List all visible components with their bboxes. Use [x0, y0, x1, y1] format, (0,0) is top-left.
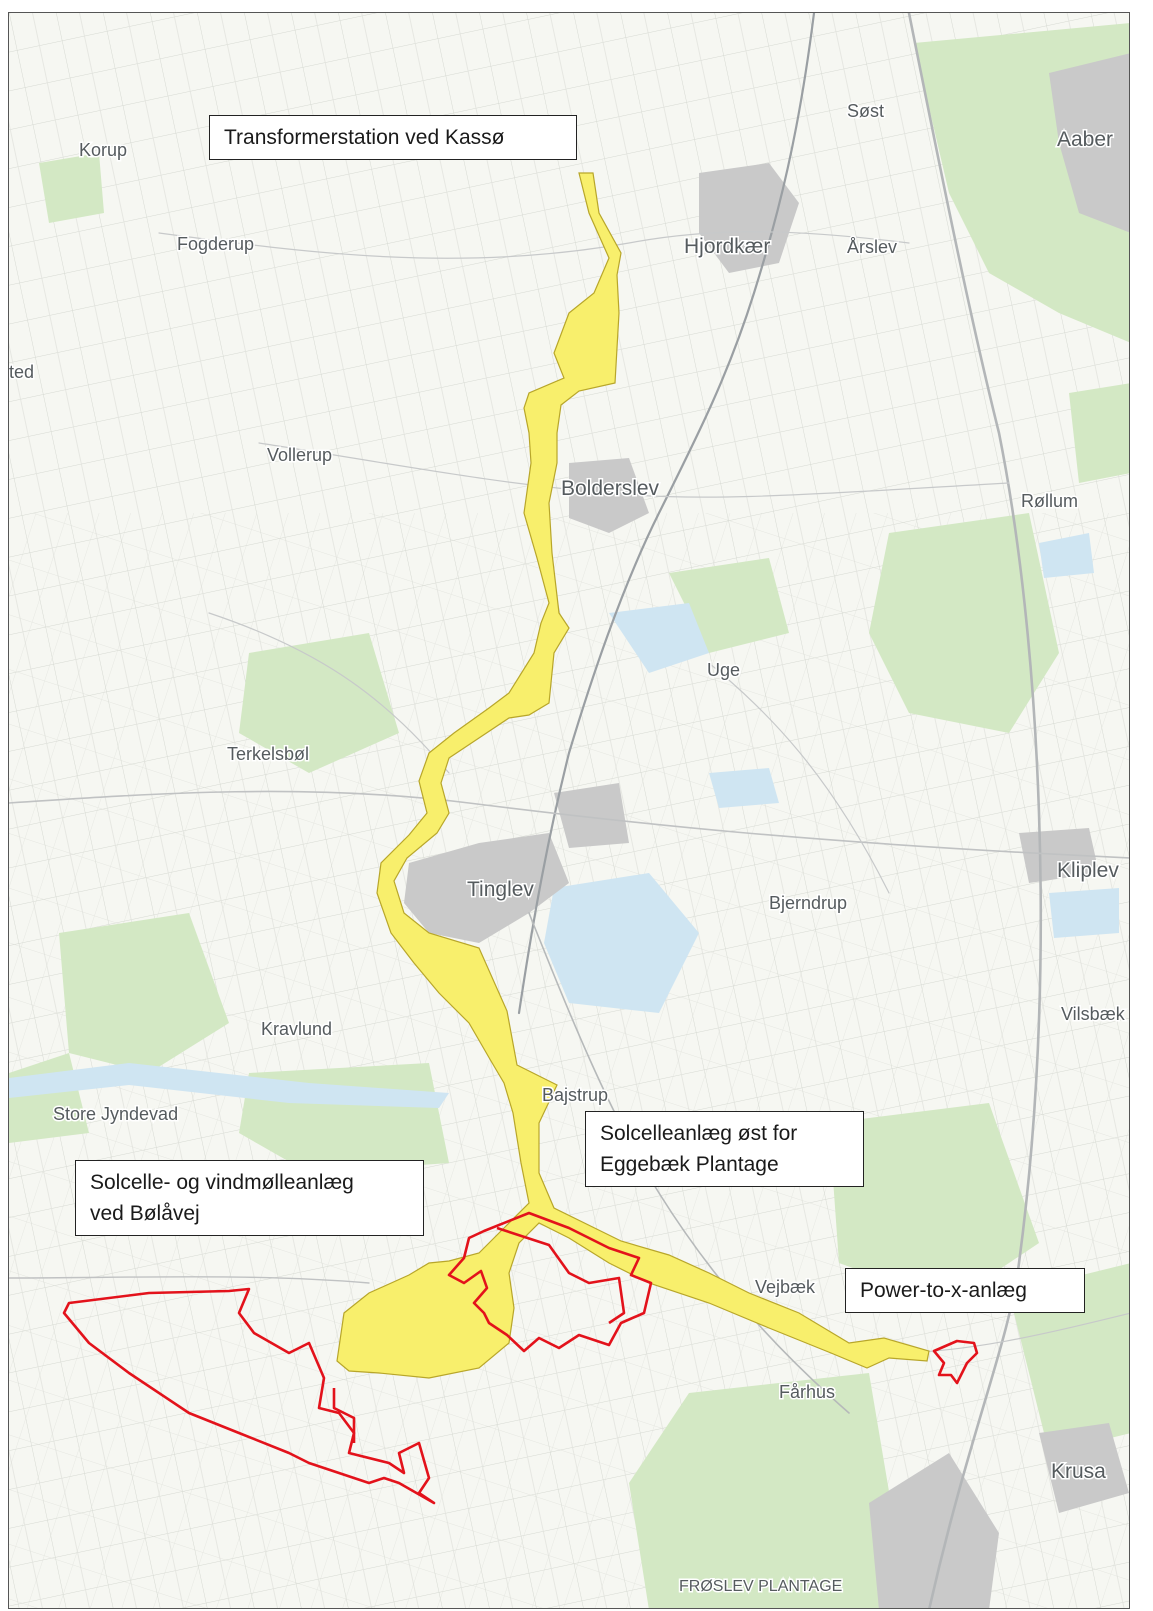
callout-ptx[interactable]: Power-to-x-anlæg [845, 1268, 1085, 1313]
place-kliplev: Kliplev [1057, 859, 1119, 882]
place-fogderup: Fogderup [177, 234, 254, 254]
boelaavej-project-outline-east[interactable] [332, 1388, 356, 1443]
place-kravlund: Kravlund [261, 1019, 332, 1039]
boelaavej-project-outline[interactable] [62, 1287, 436, 1505]
callout-kassoe-text: Transformerstation ved Kassø [224, 126, 505, 149]
urban-areas [404, 53, 1129, 1608]
ptx-project-outline[interactable] [932, 1339, 979, 1385]
callout-ptx-text: Power-to-x-anlæg [860, 1279, 1027, 1302]
forest-areas [9, 23, 1129, 1608]
place-store-jyndevad: Store Jyndevad [53, 1104, 178, 1124]
motorway [907, 13, 1043, 1608]
eggebaek-project-outline-inner[interactable] [496, 1226, 626, 1325]
callout-eggebaek-line1: Solcelleanlæg øst for [600, 1122, 798, 1145]
callout-boelaavej[interactable]: Solcelle- og vindmølleanlæg ved Bølåvej [75, 1160, 424, 1236]
callout-boelaavej-line2: ved Bølåvej [90, 1202, 200, 1225]
place-korup: Korup [79, 140, 127, 160]
place-faarhus: Fårhus [779, 1382, 835, 1402]
railway [517, 13, 816, 1015]
place-ted: ted [9, 362, 34, 382]
place-froesley-plantage: FRØSLEV PLANTAGE [679, 1578, 842, 1595]
place-tinglev: Tinglev [467, 878, 534, 901]
place-vejbaek: Vejbæk [755, 1277, 816, 1297]
callout-boelaavej-line1: Solcelle- og vindmølleanlæg [90, 1171, 354, 1194]
cable-corridor[interactable] [336, 172, 930, 1379]
place-aabenraa: Aaber [1057, 128, 1113, 151]
eggebaek-project-outline[interactable] [447, 1211, 653, 1353]
place-krusaa: Krusa [1051, 1460, 1106, 1483]
place-terkelsboel: Terkelsbøl [227, 744, 309, 764]
place-vilsbaek: Vilsbæk [1061, 1004, 1126, 1024]
place-roellum: Røllum [1021, 491, 1078, 511]
place-labels: Korup Søst Aaber Fogderup Hjordkær Årsle… [9, 100, 1127, 1597]
place-hjordkaer: Hjordkær [684, 235, 770, 258]
callout-kassoe[interactable]: Transformerstation ved Kassø [209, 115, 577, 160]
map-frame: Korup Søst Aaber Fogderup Hjordkær Årsle… [8, 12, 1130, 1609]
place-soest: Søst [847, 101, 884, 121]
place-bolderslev: Bolderslev [561, 477, 660, 500]
topographic-map[interactable]: Korup Søst Aaber Fogderup Hjordkær Årsle… [9, 13, 1130, 1609]
place-aarslev: Årslev [847, 237, 897, 257]
project-areas[interactable] [62, 1211, 979, 1505]
place-uge: Uge [707, 660, 740, 680]
callout-eggebaek-line2: Eggebæk Plantage [600, 1153, 779, 1176]
water-areas [9, 533, 1119, 1108]
place-vollerup: Vollerup [267, 445, 332, 465]
place-bjerndrup: Bjerndrup [769, 893, 847, 913]
place-bajstrup: Bajstrup [542, 1085, 608, 1105]
callout-eggebaek[interactable]: Solcelleanlæg øst for Eggebæk Plantage [585, 1111, 864, 1187]
